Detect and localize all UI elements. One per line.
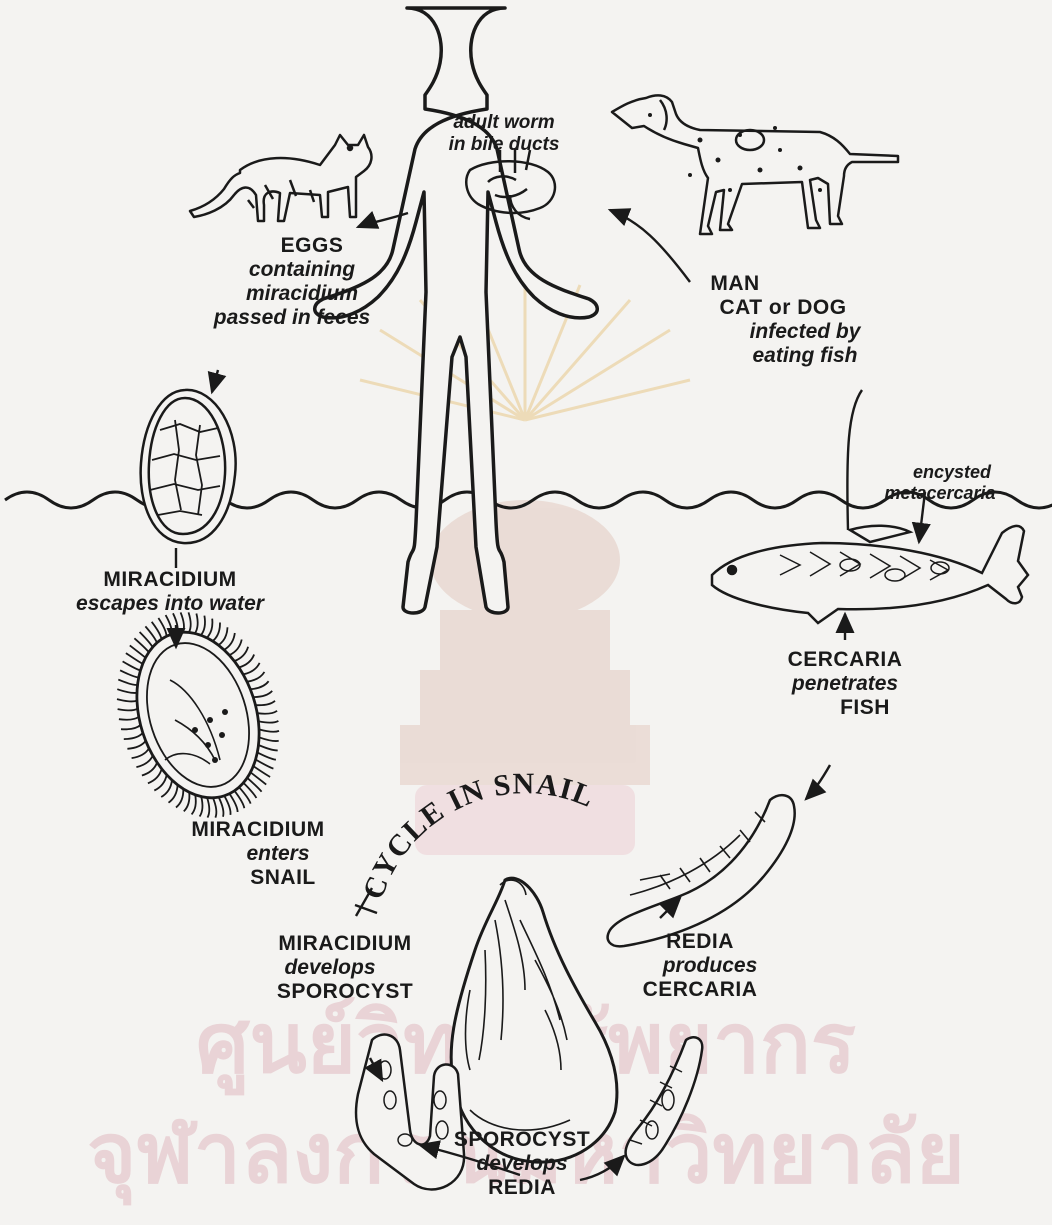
cilium (117, 689, 137, 693)
cilium (166, 615, 172, 634)
cilium (184, 792, 190, 811)
cilium (195, 614, 198, 634)
cilium (253, 691, 272, 697)
snail-drawing (451, 878, 617, 1162)
cilium (259, 737, 279, 741)
cilium (213, 798, 216, 818)
miracidium-develops-label: MIRACIDIUM develops SPOROCYST (277, 932, 413, 1004)
cilium (126, 653, 143, 664)
cilium (247, 672, 264, 682)
cilium (250, 681, 268, 689)
cilium (132, 748, 149, 758)
cilium (259, 745, 278, 750)
cilium (256, 760, 274, 769)
cilium (224, 796, 230, 815)
egg-drawing (141, 390, 236, 543)
miracidium-enters-label: MIRACIDIUM enters SNAIL (191, 818, 324, 890)
dog-drawing (612, 95, 898, 234)
cilium (258, 721, 278, 723)
cilium (117, 699, 137, 701)
eggs-label: EGGS containing miracidium passed in fec… (154, 234, 370, 331)
cilium (118, 680, 137, 685)
cilium (207, 798, 209, 818)
redia-produces-label: REDIA produces CERCARIA (643, 930, 758, 1002)
cilium (192, 795, 196, 815)
redia-bottom-drawing (626, 1037, 703, 1165)
cycle-in-snail-label: CYCLE IN SNAIL (357, 767, 600, 903)
cilium (259, 729, 279, 731)
cilium (213, 623, 220, 642)
hosts-label: MAN CAT or DOG infected by eating fish (710, 272, 869, 369)
cat-drawing (190, 135, 371, 221)
cilium (123, 661, 141, 670)
sporocyst-develops-label: SPOROCYST develops REDIA (454, 1128, 590, 1200)
cilium (257, 752, 276, 759)
cilium (201, 616, 205, 636)
cilium (121, 725, 141, 729)
cilium (200, 797, 203, 817)
cilium (119, 717, 139, 720)
cilium (257, 711, 277, 714)
cilium (120, 670, 139, 677)
fish-drawing (712, 526, 1028, 623)
cilium (207, 619, 213, 638)
miracidium-drawing (117, 612, 280, 817)
cilium (127, 741, 145, 749)
cilium (124, 733, 143, 739)
cercaria-penetrates-label: CERCARIA penetrates FISH (788, 648, 903, 720)
cilium (136, 756, 152, 768)
cilium (219, 797, 224, 817)
cilium (256, 701, 276, 705)
sporocyst-drawing (356, 1035, 464, 1190)
cilium (118, 709, 138, 711)
redia-top-drawing (608, 795, 795, 946)
